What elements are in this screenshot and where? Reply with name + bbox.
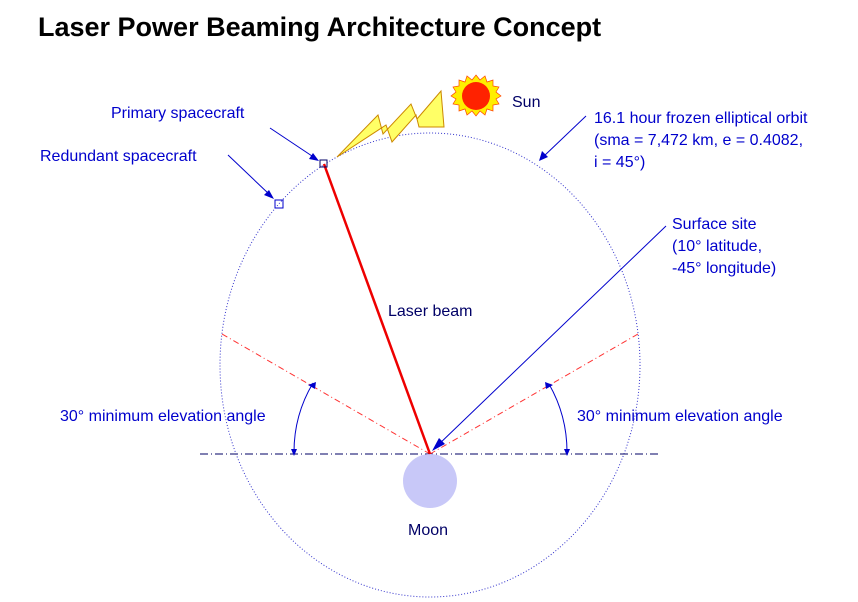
surface-site-label-line-3: -45° longitude) [672, 260, 776, 277]
redundant-spacecraft-arrowhead [264, 190, 274, 199]
elevation-angle-label-left: 30° minimum elevation angle [60, 408, 266, 425]
redundant-spacecraft-arrow [227, 154, 271, 196]
sun-icon [450, 74, 502, 117]
sun-label: Sun [512, 94, 540, 111]
elevation-limit-line-right [429, 333, 639, 455]
orbit-label-line-1: 16.1 hour frozen elliptical orbit [594, 110, 808, 127]
laser-beam-line [322, 163, 432, 455]
elevation-arc-right-arrowhead-top [545, 382, 553, 389]
orbit-arrowhead [539, 151, 548, 161]
moon-circle [403, 454, 457, 508]
orbit-label-line-3: i = 45°) [594, 154, 645, 171]
primary-spacecraft-label: Primary spacecraft [111, 105, 245, 122]
elevation-arc-left-arrowhead-top [308, 382, 316, 389]
redundant-spacecraft-label: Redundant spacecraft [40, 148, 197, 165]
laser-beam-label: Laser beam [388, 303, 473, 320]
moon-label: Moon [408, 522, 448, 539]
elevation-arc-left [293, 382, 314, 453]
primary-spacecraft-icon [319, 159, 328, 168]
surface-site-arrowhead [432, 438, 445, 451]
primary-spacecraft-arrow [269, 127, 316, 159]
elevation-arc-right-arrowhead-bottom [564, 449, 570, 456]
elevation-limit-line-left [221, 333, 431, 455]
orbit-arrow [542, 115, 587, 158]
redundant-spacecraft-icon [274, 199, 284, 209]
surface-site-arrow [435, 225, 667, 448]
elevation-arc-left-arrowhead-bottom [291, 449, 297, 456]
lightning-bolt-icon [336, 89, 445, 158]
orbit-ellipse [219, 132, 641, 598]
surface-site-label-line-2: (10° latitude, [672, 238, 762, 255]
orbit-label-line-2: (sma = 7,472 km, e = 0.4082, [594, 132, 803, 149]
elevation-angle-label-right: 30° minimum elevation angle [577, 408, 783, 425]
diagram-title: Laser Power Beaming Architecture Concept [38, 12, 601, 42]
surface-site-label-line-1: Surface site [672, 216, 757, 233]
primary-spacecraft-arrowhead [309, 153, 319, 161]
elevation-arc-right [548, 383, 568, 453]
